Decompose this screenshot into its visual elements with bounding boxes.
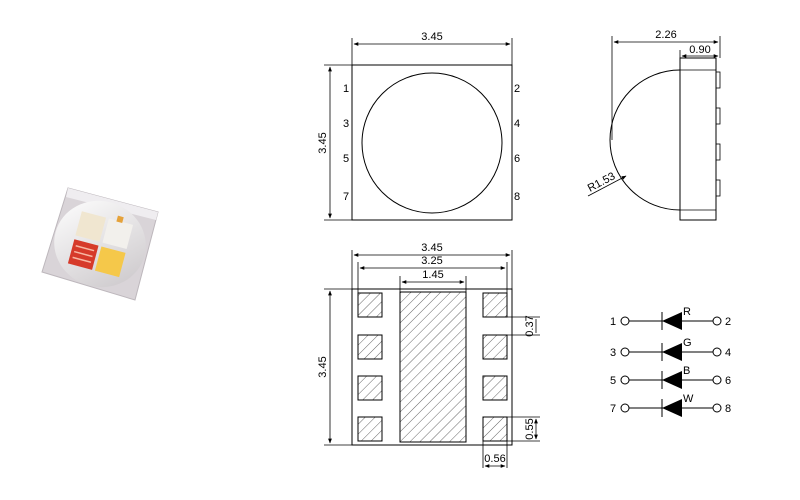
schematic-row-white: 7 W 8 <box>610 393 731 417</box>
bottom-center-width-label: 1.45 <box>422 269 443 281</box>
bottom-outer-width-label: 3.45 <box>421 242 442 254</box>
top-pin-3: 3 <box>343 118 349 130</box>
chip-white-top-right <box>102 218 134 250</box>
side-view: 2.26 0.90 R1.53 <box>586 29 721 221</box>
schematic-color-g: G <box>683 337 692 349</box>
top-pin-6: 6 <box>514 153 520 165</box>
bottom-pad-5 <box>357 375 383 401</box>
top-view-lens <box>361 72 503 214</box>
diode-blue-icon <box>662 371 682 389</box>
schematic-color-b: B <box>683 365 690 377</box>
top-pin-2: 2 <box>514 83 520 95</box>
bottom-pad-3 <box>357 334 383 360</box>
side-body-width-label: 0.90 <box>689 44 710 56</box>
bottom-view-body <box>351 288 513 446</box>
bottom-pad-1 <box>357 292 383 318</box>
chip-yellow <box>94 246 126 278</box>
schematic-row-red: 1 R 2 <box>610 306 731 330</box>
top-pin-1: 1 <box>343 83 349 95</box>
top-pin-5: 5 <box>343 153 349 165</box>
top-pin-7: 7 <box>343 191 349 203</box>
bottom-pad-height-label: 0.55 <box>524 418 536 439</box>
schematic-pin-1: 1 <box>610 316 616 328</box>
side-view-body <box>679 57 717 221</box>
schematic-pin-3: 3 <box>610 347 616 359</box>
diode-schematic: 1 R 2 3 G 4 5 B 6 <box>610 306 731 417</box>
bottom-inner-width-label: 3.25 <box>421 255 442 267</box>
bottom-pad-pitch-label: 0.37 <box>524 315 536 336</box>
schematic-pin-2: 2 <box>725 316 731 328</box>
led-photo <box>41 187 159 301</box>
schematic-pin-6: 6 <box>725 375 731 387</box>
diode-red-icon <box>662 312 682 330</box>
bottom-center-pad <box>399 291 467 443</box>
bottom-pad-7 <box>357 416 383 442</box>
side-view-dome <box>609 69 681 211</box>
chip-white-top-left <box>75 211 107 242</box>
bottom-height-label: 3.45 <box>317 356 329 377</box>
schematic-pin-4: 4 <box>725 347 731 359</box>
schematic-pin-5: 5 <box>610 375 616 387</box>
top-pin-8: 8 <box>514 191 520 203</box>
schematic-row-green: 3 G 4 <box>610 337 731 361</box>
top-view-body <box>351 64 513 221</box>
bottom-pad-2 <box>482 292 508 318</box>
diode-green-icon <box>662 343 682 361</box>
bottom-pad-4 <box>482 334 508 360</box>
schematic-row-blue: 5 B 6 <box>610 365 731 389</box>
top-height-label: 3.45 <box>317 132 329 153</box>
top-view: 3.45 3.45 1 3 5 7 2 4 6 8 <box>317 31 520 221</box>
side-total-width-label: 2.26 <box>655 29 676 41</box>
top-width-label: 3.45 <box>421 31 442 43</box>
diode-white-icon <box>662 399 682 417</box>
schematic-color-r: R <box>683 306 691 318</box>
bottom-view: 3.45 3.25 1.45 3.45 0.37 0.55 0.56 <box>317 242 540 468</box>
schematic-color-w: W <box>683 393 694 405</box>
bottom-pad-6 <box>482 375 508 401</box>
bottom-pad-width-label: 0.56 <box>484 453 505 465</box>
schematic-pin-8: 8 <box>725 403 731 415</box>
side-radius-label: R1.53 <box>586 170 618 194</box>
bottom-pad-8 <box>482 416 508 442</box>
top-pin-4: 4 <box>514 118 520 130</box>
schematic-pin-7: 7 <box>610 403 616 415</box>
